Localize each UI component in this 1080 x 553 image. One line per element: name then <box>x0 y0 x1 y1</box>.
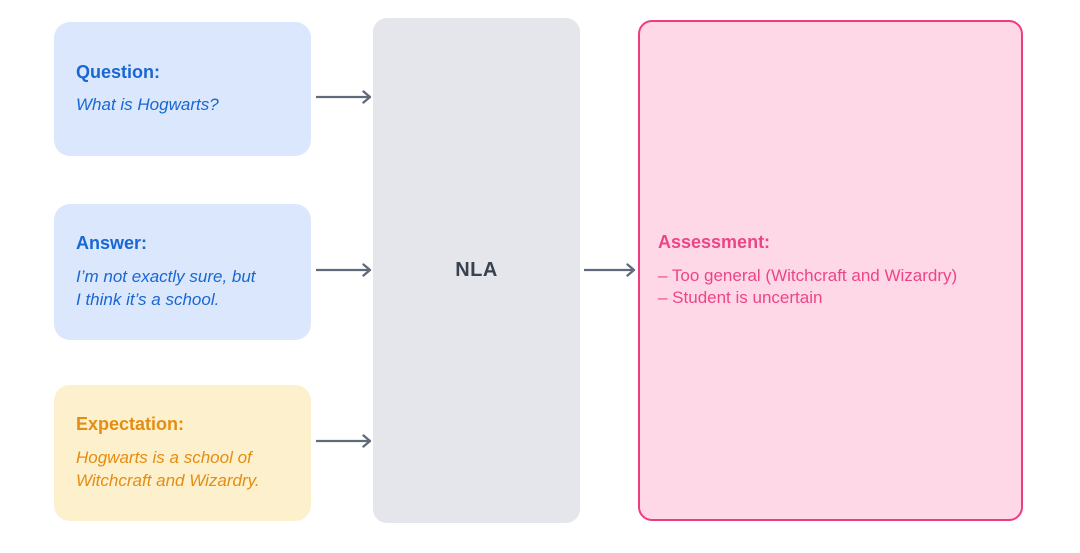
answer-box: Answer: I’m not exactly sure, but I thin… <box>54 204 311 340</box>
question-box: Question: What is Hogwarts? <box>54 22 311 156</box>
question-label: Question: <box>76 61 160 82</box>
question-body: What is Hogwarts? <box>76 95 219 115</box>
expectation-body: Hogwarts is a school of Witchcraft and W… <box>76 447 260 490</box>
nla-label: NLA <box>455 259 498 281</box>
answer-label: Answer: <box>76 233 148 254</box>
assessment-item: – Student is uncertain <box>658 287 823 307</box>
assessment-items: – Too general (Witchcraft and Wizardry) … <box>658 265 1005 309</box>
answer-body: I’m not exactly sure, but I think it’s a… <box>76 266 256 309</box>
expectation-box: Expectation: Hogwarts is a school of Wit… <box>54 385 311 521</box>
assessment-box: Assessment: – Too general (Witchcraft an… <box>638 20 1023 521</box>
assessment-item: – Too general (Witchcraft and Wizardry) <box>658 265 958 285</box>
assessment-label: Assessment: <box>658 232 771 253</box>
nla-box: NLA <box>373 18 580 523</box>
expectation-label: Expectation: <box>76 414 185 435</box>
